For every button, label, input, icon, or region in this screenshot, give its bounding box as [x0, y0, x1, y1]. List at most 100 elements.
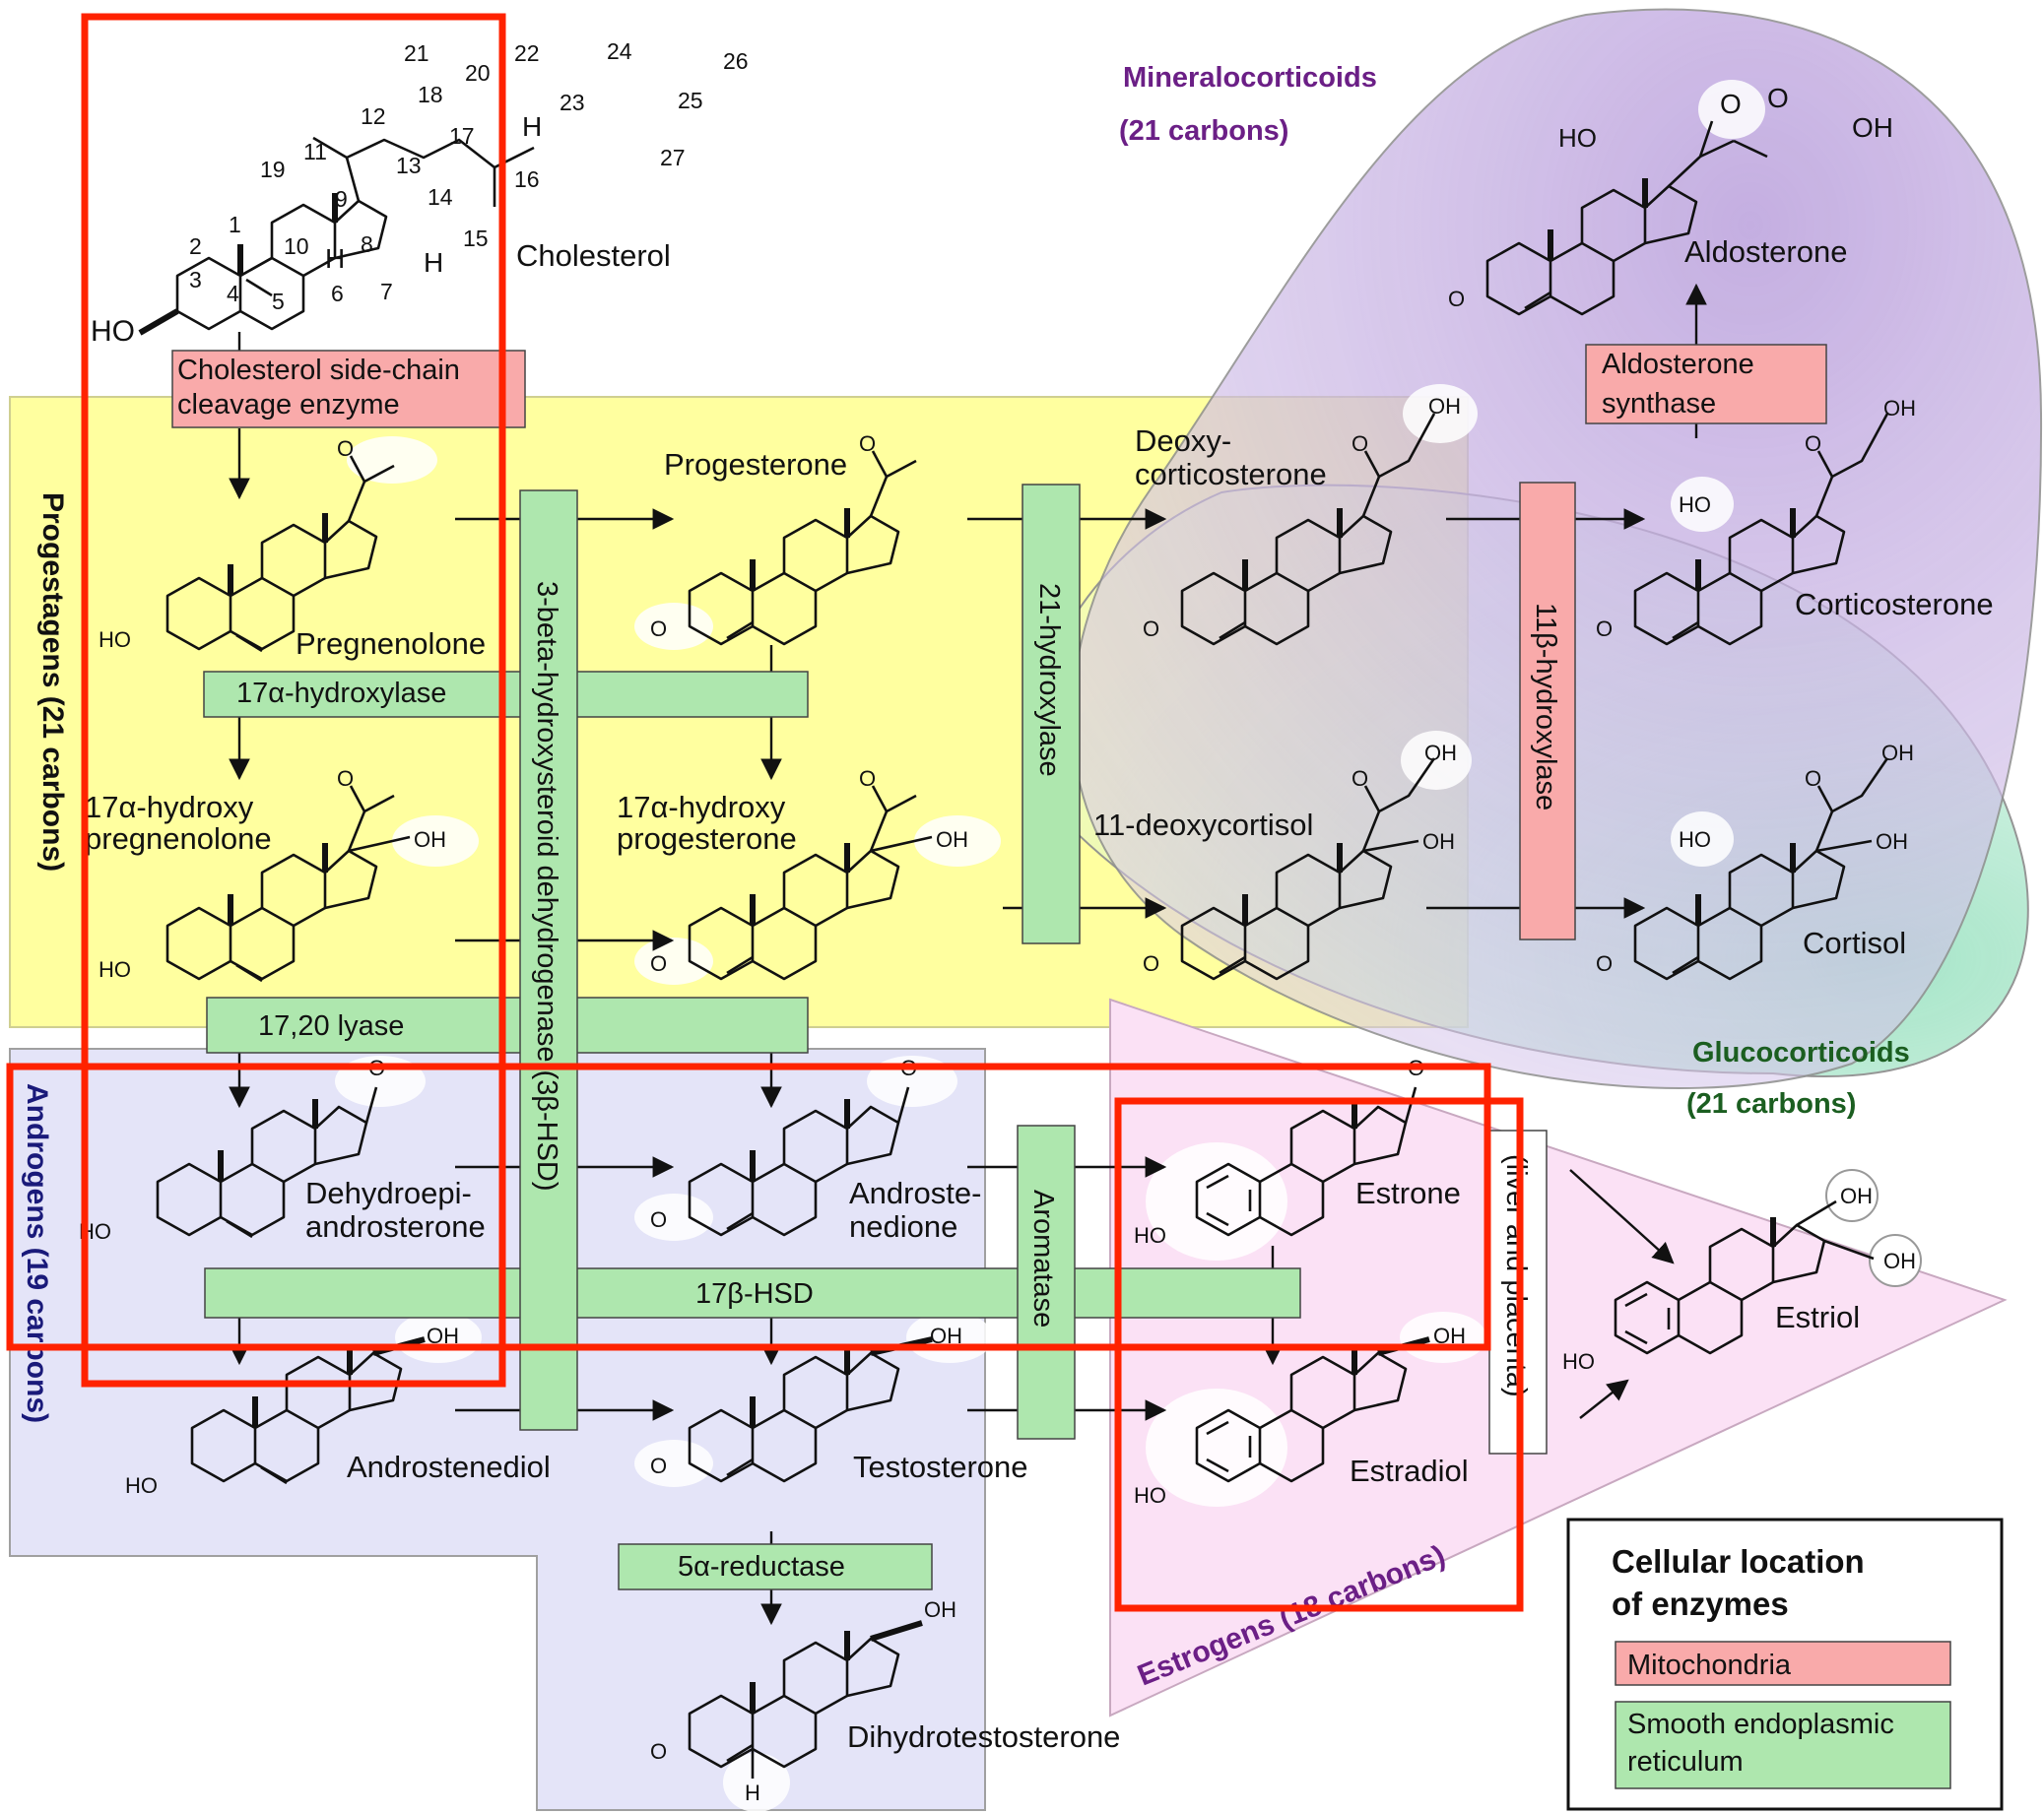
enzyme-liver-placenta-label: (liver and placenta) [1500, 1154, 1532, 1397]
estradiol-structure: OH HO [1134, 1312, 1486, 1508]
progestagens-label: Progestagens (21 carbons) [36, 492, 69, 872]
cnum-4: 4 [227, 281, 239, 306]
enzyme-17b-hsd: 17β-HSD [204, 1267, 1301, 1319]
legend-title-2: of enzymes [1612, 1586, 1789, 1622]
cnum-27: 27 [660, 145, 686, 170]
estriol-name: Estriol [1775, 1300, 1860, 1334]
cnum-25: 25 [678, 88, 703, 113]
enzyme-21-hydroxylase: 21-hydroxylase [1022, 484, 1081, 944]
aldosterone-structure: O O O OH HO [1448, 80, 1893, 314]
cholesterol-h-17: H [522, 111, 542, 142]
cortisol-o-3: O [1596, 951, 1613, 976]
cortisol-structure: O O OH OH HO [1596, 741, 1914, 979]
corticosterone-ho-11: HO [1679, 492, 1711, 517]
estradiol-ho: HO [1134, 1483, 1166, 1508]
enzyme-5a-reductase-label: 5α-reductase [678, 1551, 845, 1583]
hydroxyprogesterone-structure: O O OH [634, 766, 1001, 985]
progesterone-structure: O O [634, 431, 917, 650]
estrone-name: Estrone [1355, 1176, 1461, 1210]
enzyme-scc: Cholesterol side-chain cleavage enzyme [171, 350, 526, 428]
progesterone-name: Progesterone [664, 447, 847, 482]
enzyme-aromatase: Aromatase [1017, 1125, 1076, 1440]
cholesterol-name: Cholesterol [516, 238, 671, 273]
cnum-2: 2 [189, 233, 202, 259]
pregnenolone-structure: O HO [99, 436, 437, 653]
corticosterone-name: Corticosterone [1795, 587, 1994, 621]
cholesterol-h-14: H [424, 247, 443, 278]
legend-mito-label: Mitochondria [1627, 1650, 1792, 1681]
cnum-18: 18 [418, 82, 443, 107]
estriol-ho: HO [1562, 1349, 1595, 1374]
deoxycorticosterone-oh: OH [1428, 394, 1461, 419]
cnum-12: 12 [361, 103, 386, 129]
cnum-13: 13 [396, 153, 422, 178]
hydroxyprogesterone-o-20: O [859, 766, 876, 791]
enzyme-17b-hsd-label: 17β-HSD [695, 1278, 814, 1310]
aldosterone-o-3: O [1448, 287, 1465, 311]
androgens-region [9, 1048, 986, 1811]
androstenedione-o-3: O [650, 1207, 667, 1232]
enzyme-17-20-lyase-label: 17,20 lyase [258, 1010, 404, 1042]
cholesterol-structure: HO [91, 136, 535, 348]
hydroxypregnenolone-ho: HO [99, 957, 131, 982]
aldosterone-ho-11: HO [1558, 123, 1597, 153]
enzyme-5a-reductase: 5α-reductase [618, 1543, 933, 1590]
enzyme-17-20-lyase: 17,20 lyase [206, 997, 809, 1054]
androstenedione-name-1: Androste- [849, 1176, 981, 1210]
deoxycortisol-structure: O O OH OH [1143, 731, 1472, 979]
estriol-structure: OH OH HO [1562, 1169, 1922, 1374]
dht-o-3: O [650, 1739, 667, 1764]
cortisol-o-20: O [1805, 766, 1821, 791]
enzyme-aldosterone-synthase-line1: Aldosterone [1602, 349, 1754, 380]
deoxycorticosterone-structure: O O OH [1143, 384, 1478, 644]
cnum-17: 17 [449, 123, 475, 149]
corticosterone-oh-21: OH [1883, 396, 1916, 421]
glucocorticoids-label: Glucocorticoids [1692, 1037, 1910, 1069]
hydroxypregnenolone-name-2: pregnenolone [85, 821, 272, 856]
highlight-box-middle [6, 1063, 1491, 1351]
deoxycortisol-o-3: O [1143, 951, 1159, 976]
dhea-name-1: Dehydroepi- [305, 1176, 472, 1210]
cholesterol-h-9: H [325, 243, 345, 274]
androstenediol-name: Androstenediol [347, 1450, 551, 1484]
deoxycorticosterone-name-1: Deoxy- [1135, 423, 1231, 458]
hydroxypregnenolone-structure: O OH HO [99, 766, 479, 983]
cnum-8: 8 [361, 231, 373, 257]
estrogens-region [1109, 998, 2008, 1717]
deoxycorticosterone-o-20: O [1352, 431, 1368, 456]
deoxycortisol-oh-17: OH [1422, 829, 1455, 854]
hydroxypregnenolone-name-1: 17α-hydroxy [85, 790, 254, 824]
cnum-20: 20 [465, 60, 491, 86]
estriol-oh-17: OH [1883, 1249, 1916, 1273]
dht-oh: OH [924, 1597, 956, 1622]
estradiol-name: Estradiol [1350, 1454, 1469, 1488]
deoxycortisol-oh-21: OH [1424, 741, 1457, 765]
cortisol-name: Cortisol [1803, 926, 1906, 960]
cnum-10: 10 [284, 233, 309, 259]
dhea-name-2: androsterone [305, 1209, 486, 1244]
cnum-23: 23 [560, 90, 585, 115]
legend-ser-swatch [1615, 1701, 1951, 1789]
cnum-6: 6 [331, 281, 344, 306]
dht-h-5: H [745, 1781, 760, 1805]
cortisol-ho-11: HO [1679, 827, 1711, 852]
highlight-box-left [81, 13, 506, 1388]
legend-ser-label-2: reticulum [1627, 1746, 1744, 1778]
enzyme-aldosterone-synthase: Aldosterone synthase [1585, 344, 1827, 424]
mineralocorticoids-label: Mineralocorticoids [1123, 62, 1377, 94]
enzyme-aromatase-label: Aromatase [1027, 1190, 1059, 1328]
enzyme-3b-hsd-label: 3-beta-hydroxysteroid dehydrogenase (3β-… [531, 581, 562, 1192]
pregnenolone-ho: HO [99, 627, 131, 652]
hydroxypregnenolone-oh: OH [414, 827, 446, 852]
androstenedione-name-2: nedione [849, 1209, 957, 1244]
enzyme-scc-line1: Cholesterol side-chain [177, 355, 460, 386]
deoxycorticosterone-name-2: corticosterone [1135, 457, 1327, 491]
mineralocorticoids-carbons: (21 carbons) [1119, 115, 1288, 147]
pregnenolone-name: Pregnenolone [296, 626, 486, 661]
hydroxyprogesterone-name-1: 17α-hydroxy [617, 790, 786, 824]
estriol-oh-16: OH [1840, 1184, 1873, 1208]
androstenediol-ho: HO [125, 1473, 158, 1498]
enzyme-scc-line2: cleavage enzyme [177, 389, 400, 421]
glucocorticoids-carbons: (21 carbons) [1686, 1088, 1856, 1120]
